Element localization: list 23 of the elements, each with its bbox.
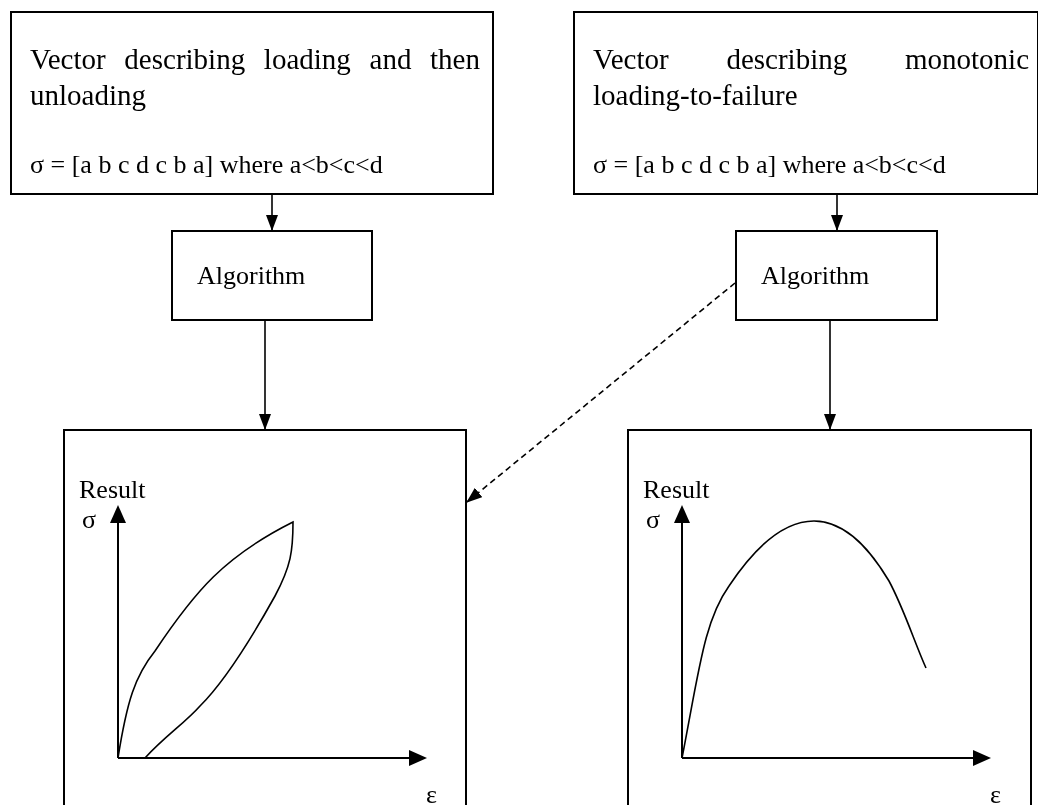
axis-label: ε (990, 780, 1001, 805)
dashed-arrow (466, 282, 736, 503)
process-box (171, 230, 373, 321)
input-box (10, 11, 494, 195)
arrow (824, 320, 836, 430)
arrow (831, 194, 843, 231)
axis-label: σ (82, 505, 96, 535)
result-box (627, 429, 1032, 805)
heading-text: Result (79, 474, 147, 506)
heading-text: Result (643, 474, 711, 506)
result-box (63, 429, 467, 805)
box-label: Algorithm (761, 260, 871, 292)
description-text: Vector describing loading and then unloading (30, 42, 480, 113)
axis-label: ε (426, 780, 437, 805)
axis-label: σ (646, 505, 660, 535)
arrow (266, 194, 278, 231)
input-box (573, 11, 1038, 195)
box-label: Algorithm (197, 260, 307, 292)
description-text: Vector describing monotonic loading-to-failure (593, 42, 1029, 113)
formula-text: σ = [a b c d c b a] where a<b<c<d (593, 149, 947, 181)
formula-text: σ = [a b c d c b a] where a<b<c<d (30, 149, 384, 181)
process-box (735, 230, 938, 321)
arrow (259, 320, 271, 430)
